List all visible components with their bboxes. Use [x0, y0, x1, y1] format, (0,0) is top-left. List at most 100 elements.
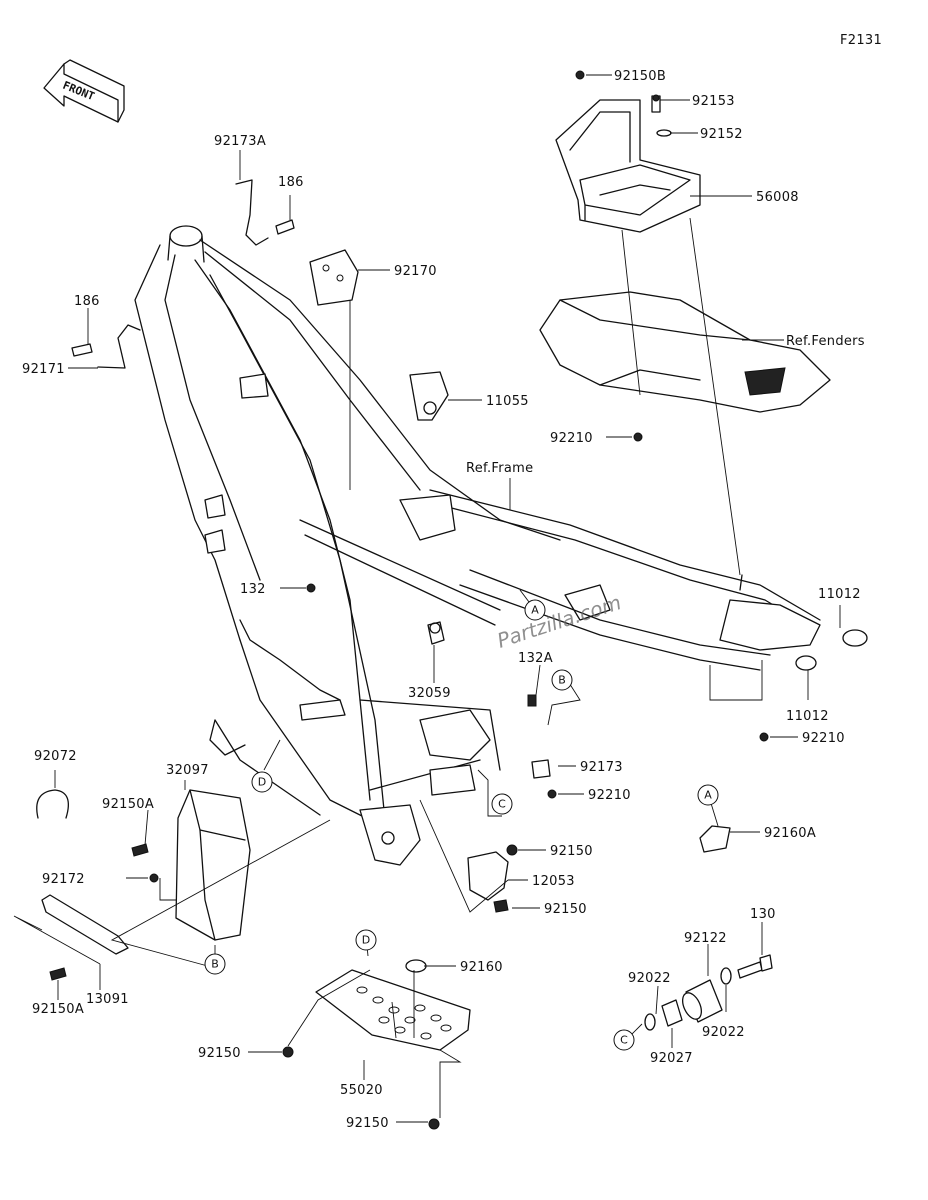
svg-text:B: B	[558, 674, 566, 687]
bolt-132A-icon	[527, 694, 537, 707]
nut-92210b-icon	[759, 732, 769, 742]
leader-lines	[13, 74, 841, 1123]
cover-32097	[175, 789, 251, 941]
frame-ref	[134, 225, 821, 866]
label-92027: 92027	[650, 1051, 693, 1066]
label-92150-c: 92150	[198, 1046, 241, 1061]
svg-text:A: A	[704, 789, 712, 802]
clamp-32059	[427, 621, 445, 645]
label-92150B: 92150B	[614, 69, 666, 84]
label-56008: 56008	[756, 190, 799, 205]
bolt-92150-b-icon	[493, 899, 509, 913]
label-11055: 11055	[486, 394, 529, 409]
nut-92210-icon	[633, 432, 643, 442]
svg-text:C: C	[498, 798, 506, 811]
cap-11012a-icon	[842, 629, 868, 647]
washer-92022a-icon	[644, 1013, 656, 1031]
label-92022a: 92022	[628, 971, 671, 986]
figure-code: F2131	[840, 33, 882, 48]
bolt-186b-icon	[71, 343, 93, 357]
guard-13091	[41, 894, 129, 955]
label-92150-a: 92150	[550, 844, 593, 859]
svg-text:B: B	[211, 958, 219, 971]
svg-text:D: D	[362, 934, 370, 947]
label-32097: 32097	[166, 763, 209, 778]
bolt-92150-d-icon	[428, 1118, 440, 1130]
svg-text:C: C	[620, 1034, 628, 1047]
label-92072: 92072	[34, 749, 77, 764]
bolt-92150B-icon	[575, 70, 585, 80]
label-92153: 92153	[692, 94, 735, 109]
label-92173: 92173	[580, 760, 623, 775]
label-92150-b: 92150	[544, 902, 587, 917]
label-132: 132	[240, 582, 266, 597]
label-92173A: 92173A	[214, 134, 266, 149]
label-11012b: 11012	[786, 709, 829, 724]
svg-text:A: A	[531, 604, 539, 617]
label-92171: 92171	[22, 362, 65, 377]
label-186a: 186	[278, 175, 304, 190]
part-labels: 92150B 92153 92152 56008 92173A 186 9217…	[22, 69, 865, 1131]
label-11012a: 11012	[818, 587, 861, 602]
label-130: 130	[750, 907, 776, 922]
rubber-12053	[467, 851, 509, 901]
label-92160A: 92160A	[764, 826, 816, 841]
label-13091: 13091	[86, 992, 129, 1007]
label-92122: 92122	[684, 931, 727, 946]
label-92210b: 92210	[802, 731, 845, 746]
label-92022b: 92022	[702, 1025, 745, 1040]
callout-A2: A	[697, 784, 719, 806]
bolt-92150A-icon	[131, 843, 149, 857]
washer-92152-icon	[656, 129, 672, 137]
front-arrow-icon: FRONT	[43, 59, 125, 123]
label-92172: 92172	[42, 872, 85, 887]
bolt-92172-icon	[149, 873, 159, 883]
fender-ref	[539, 291, 831, 413]
bracket-11055	[409, 371, 449, 421]
wire-92173A	[235, 179, 269, 246]
callout-C1: C	[491, 793, 513, 815]
bolt-186a-icon	[275, 219, 295, 235]
label-92152: 92152	[700, 127, 743, 142]
label-92150A-b: 92150A	[32, 1002, 84, 1017]
plug-92160-icon	[405, 959, 427, 973]
label-92150-d: 92150	[346, 1116, 389, 1131]
bracket-92160A	[699, 825, 731, 853]
label-132A: 132A	[518, 651, 553, 666]
label-92160: 92160	[460, 960, 503, 975]
nut-92210c-icon	[547, 789, 557, 799]
band-92072	[36, 789, 69, 819]
svg-text:D: D	[258, 776, 266, 789]
bolt-132-icon	[306, 583, 316, 593]
bolt-130-icon	[737, 954, 773, 979]
label-ref-fenders: Ref.Fenders	[786, 334, 865, 349]
label-92210c: 92210	[588, 788, 631, 803]
callout-B1: B	[551, 669, 573, 691]
label-92170: 92170	[394, 264, 437, 279]
bolt-92150A-b-icon	[49, 967, 67, 981]
bracket-56008	[555, 99, 701, 233]
callout-D1: D	[251, 771, 273, 793]
washer-92022b-icon	[720, 967, 732, 985]
callout-D2: D	[355, 929, 377, 951]
label-92210a: 92210	[550, 431, 593, 446]
label-ref-frame: Ref.Frame	[466, 461, 533, 476]
bolt-92150-a-icon	[506, 844, 518, 856]
wire-92171	[97, 324, 141, 369]
label-12053: 12053	[532, 874, 575, 889]
label-55020: 55020	[340, 1083, 383, 1098]
label-186b: 186	[74, 294, 100, 309]
callout-C2: C	[613, 1029, 635, 1051]
bracket-92170	[309, 249, 359, 306]
label-32059: 32059	[408, 686, 451, 701]
label-92150A-a: 92150A	[102, 797, 154, 812]
cap-11012b-icon	[795, 655, 817, 671]
callout-B2: B	[204, 953, 226, 975]
bolt-92150-c-icon	[282, 1046, 294, 1058]
collar-92027	[661, 999, 683, 1027]
callout-A1: A	[524, 599, 546, 621]
bolt-92153-icon	[651, 94, 661, 113]
clip-92173-icon	[531, 759, 551, 779]
collar-92122	[681, 979, 723, 1023]
